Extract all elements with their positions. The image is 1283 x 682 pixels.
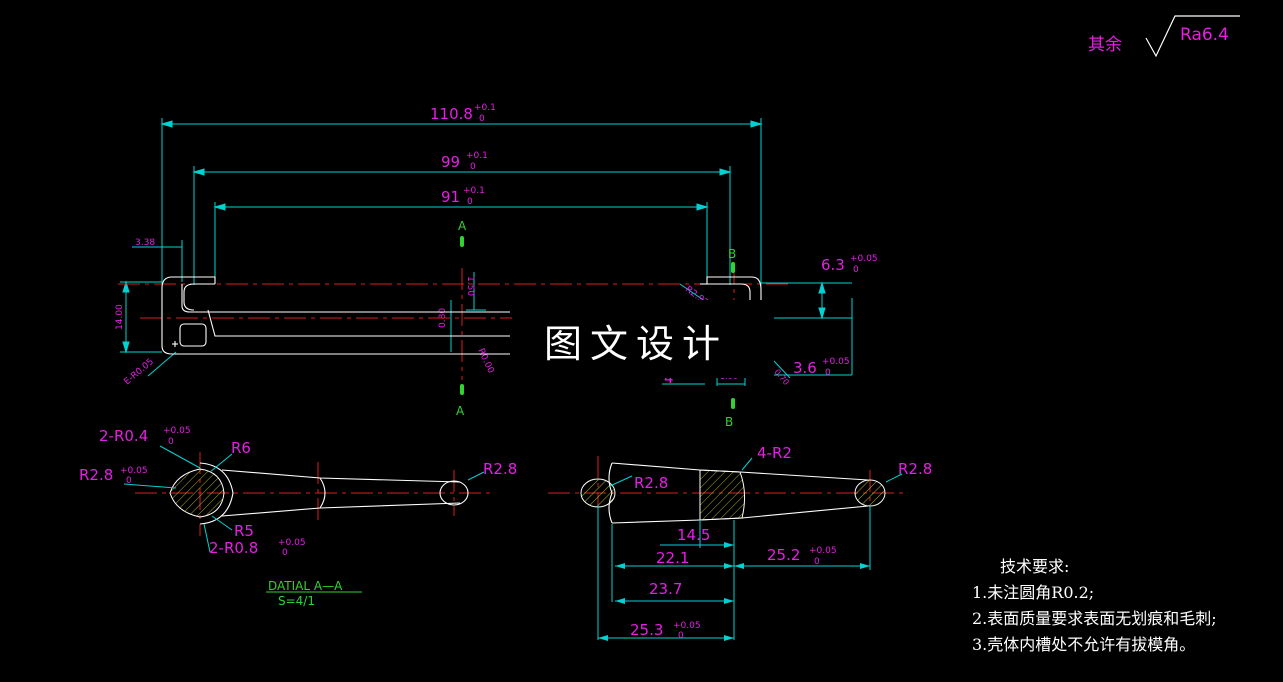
section-b-marker-top — [731, 262, 735, 273]
svg-text:+0.05: +0.05 — [850, 254, 878, 264]
dim-6-3: 6.3 — [821, 256, 845, 274]
dim-0-70: 0.70 — [772, 368, 790, 387]
tech-item-2: 2.表面质量要求表面无划痕和毛刺; — [972, 609, 1217, 628]
label-r5: R5 — [234, 522, 254, 540]
svg-text:0: 0 — [825, 368, 831, 378]
dim-14: 14.00 — [115, 304, 125, 330]
dim-23-7: 23.7 — [649, 580, 682, 598]
label-4-r2: 4-R2 — [757, 444, 792, 462]
dim-1-50: 1.50 — [465, 276, 475, 296]
dim-edge: E-R0.05 — [123, 357, 156, 387]
roughness-check-mark — [1145, 15, 1240, 58]
svg-text:0: 0 — [853, 265, 859, 275]
dim-22-1: 22.1 — [656, 549, 689, 567]
label-r2-8-right-a: R2.8 — [483, 460, 517, 478]
svg-text:+0.1: +0.1 — [463, 186, 485, 196]
technical-requirements: 技术要求: 1.未注圆角R0.2; 2.表面质量要求表面无划痕和毛刺; 3.壳体… — [972, 554, 1272, 658]
tech-item-1: 1.未注圆角R0.2; — [972, 583, 1095, 602]
svg-text:+0.1: +0.1 — [466, 151, 488, 161]
dim-99: 99 — [441, 153, 460, 171]
label-r2-8-left: R2.8 — [79, 466, 113, 484]
svg-text:+0.05: +0.05 — [673, 621, 701, 631]
label-r2-8-right-b: R2.8 — [898, 460, 932, 478]
dim-110-8: 110.8 — [430, 105, 473, 123]
svg-text:0: 0 — [467, 197, 473, 207]
label-2-r0-4: 2-R0.4 — [99, 427, 148, 445]
dim-91: 91 — [441, 188, 460, 206]
dim-25-2: 25.2 — [767, 546, 800, 564]
detail-a-labels: 2-R0.4 +0.05 0 R6 R2.8 +0.05 0 R2.8 R5 2… — [79, 426, 517, 608]
section-a-label-top: A — [458, 219, 467, 233]
section-b-label-bottom: B — [725, 415, 733, 429]
svg-text:+0.05: +0.05 — [822, 357, 850, 367]
svg-text:0: 0 — [126, 476, 132, 486]
roughness-value: Ra6.4 — [1180, 25, 1229, 45]
section-a-marker-top — [460, 236, 464, 247]
dim-25-3: 25.3 — [630, 621, 663, 639]
svg-text:+0.05: +0.05 — [163, 426, 191, 436]
svg-text:0: 0 — [282, 548, 288, 558]
section-b-label-top: B — [728, 247, 736, 261]
svg-text:0: 0 — [168, 437, 174, 447]
main-centerlines — [118, 262, 790, 380]
svg-text:0: 0 — [814, 557, 820, 567]
svg-text:+0.1: +0.1 — [474, 103, 496, 113]
label-r2-8-left-b: R2.8 — [634, 474, 668, 492]
surface-roughness-symbol: 其余 Ra6.4 — [1088, 15, 1240, 58]
watermark-overlay: 图文设计 — [512, 300, 774, 378]
detail-b-labels: R2.8 4-R2 R2.8 14.5 22.1 25.2 +0.05 0 23… — [630, 444, 932, 641]
dim-14-5: 14.5 — [677, 526, 710, 544]
tech-title: 技术要求: — [1000, 557, 1070, 576]
label-2-r0-8: 2-R0.8 — [209, 539, 258, 557]
svg-text:0: 0 — [479, 114, 485, 124]
roughness-prefix: 其余 — [1088, 35, 1122, 55]
dim-r0-00: R0.00 — [475, 347, 495, 375]
section-b-marker-bottom — [731, 398, 735, 409]
detail-a-title: DATIAL A—A — [268, 579, 343, 593]
svg-text:+0.05: +0.05 — [278, 538, 306, 548]
section-markers: A A B B — [456, 219, 736, 429]
svg-text:+0.05: +0.05 — [120, 466, 148, 476]
detail-a-geometry — [123, 445, 490, 553]
tech-item-3: 3.壳体内槽处不允许有拔模角。 — [972, 635, 1196, 654]
overall-dimensions — [120, 118, 853, 386]
svg-text:0: 0 — [470, 162, 476, 172]
svg-text:0: 0 — [678, 631, 684, 641]
detail-a-scale: S=4/1 — [278, 594, 315, 608]
detail-b-geometry — [548, 456, 906, 641]
dim-3-38: 3.38 — [135, 238, 155, 248]
section-a-label-bottom: A — [456, 404, 465, 418]
dim-3-6: 3.6 — [793, 359, 817, 377]
watermark-text: 图文设计 — [544, 322, 728, 366]
label-r6: R6 — [231, 439, 251, 457]
section-a-marker-bottom — [460, 384, 464, 395]
svg-text:+0.05: +0.05 — [809, 546, 837, 556]
main-part-outline — [161, 276, 762, 355]
